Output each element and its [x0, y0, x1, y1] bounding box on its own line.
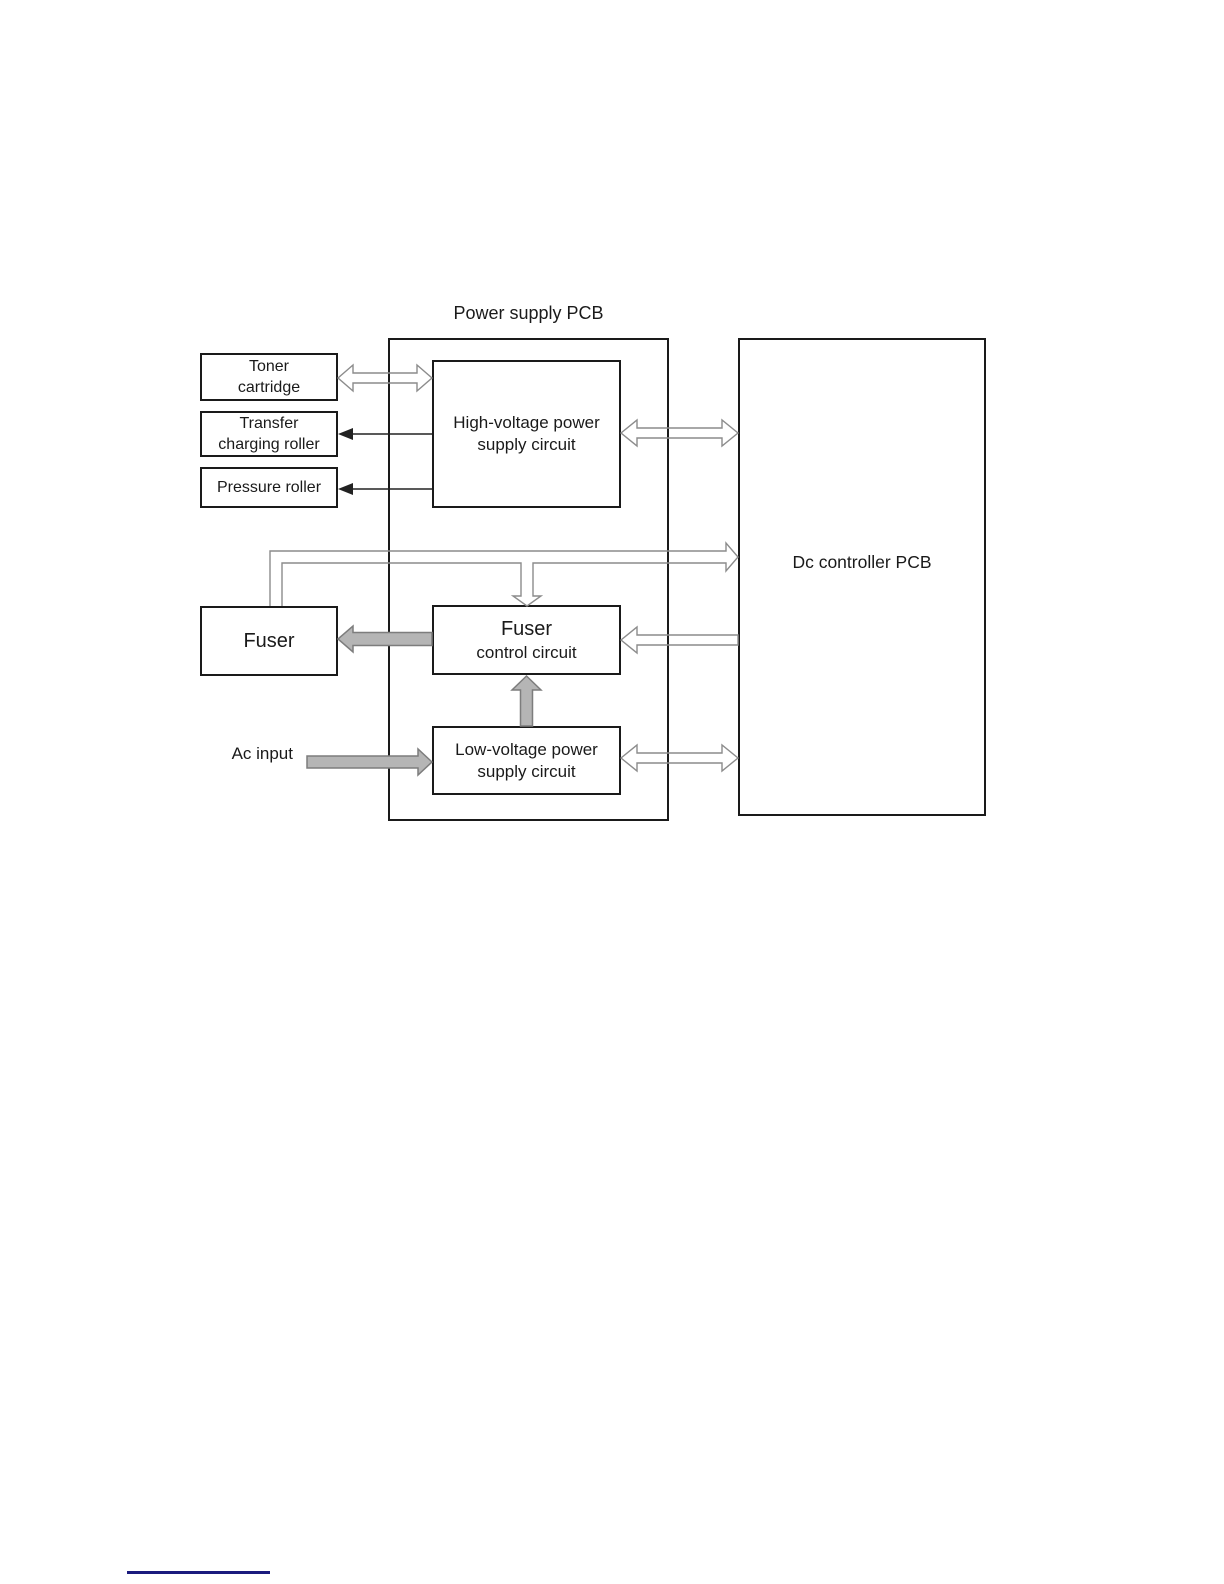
high-voltage-power-supply-circuit-box: High-voltage power supply circuit — [432, 360, 621, 508]
transfer-charging-roller-box: Transfer charging roller — [200, 411, 338, 457]
low-voltage-label-line1: Low-voltage power — [455, 739, 598, 759]
transfer-charging-roller-label-line1: Transfer — [239, 415, 299, 432]
low-voltage-label-line2: supply circuit — [477, 761, 576, 781]
fuser-control-circuit-box: Fuser control circuit — [432, 605, 621, 675]
diagram-title: Power supply PCB — [453, 303, 604, 323]
dc-controller-pcb-box: Dc controller PCB — [738, 338, 986, 816]
toner-cartridge-label-line1: Toner — [248, 358, 290, 375]
pressure-roller-box: Pressure roller — [200, 467, 338, 508]
pressure-roller-label: Pressure roller — [216, 479, 322, 496]
fuser-control-label-line2: control circuit — [476, 642, 577, 662]
transfer-charging-roller-label-line2: charging roller — [218, 436, 320, 453]
low-voltage-power-supply-circuit-box: Low-voltage power supply circuit — [432, 726, 621, 795]
high-voltage-label-line2: supply circuit — [477, 435, 576, 454]
ac-input-label: Ac input — [231, 744, 293, 763]
fuser-control-label-line1: Fuser — [500, 617, 553, 640]
toner-cartridge-label-line2: cartridge — [237, 379, 301, 396]
fuser-label: Fuser — [243, 629, 295, 652]
footer-rule — [127, 1571, 270, 1574]
high-voltage-label-line1: High-voltage power — [453, 413, 600, 432]
dc-controller-pcb-label: Dc controller PCB — [792, 552, 932, 572]
toner-cartridge-box: Toner cartridge — [200, 353, 338, 401]
fuser-box: Fuser — [200, 606, 338, 676]
